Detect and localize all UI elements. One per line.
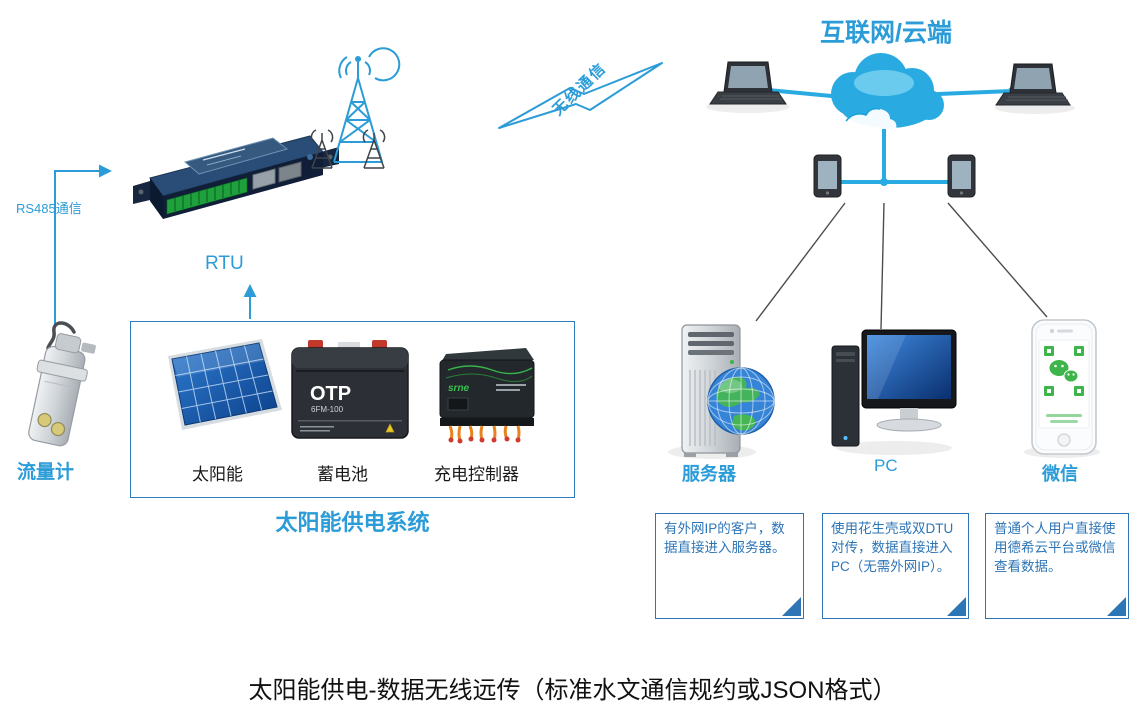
callout-wechat-text: 普通个人用户直接使用德希云平台或微信查看数据。: [994, 521, 1116, 575]
tablet-right-icon: [947, 154, 976, 198]
wechat-phone-icon: [1031, 319, 1097, 455]
flow-meter-label: 流量计: [17, 462, 75, 483]
rtu-device-icon: [133, 135, 339, 219]
solar-system-title: 太阳能供电系统: [275, 510, 430, 535]
server-vents: [689, 370, 716, 446]
flow-meter-icon: [28, 321, 96, 447]
cloud-device-links: [755, 202, 1048, 330]
rs485-label: RS485通信: [16, 201, 82, 216]
wireless-label: 无线通信: [549, 59, 611, 119]
callout-server: 有外网IP的客户，数据直接进入服务器。: [655, 513, 804, 619]
callout-wechat: 普通个人用户直接使用德希云平台或微信查看数据。: [985, 513, 1129, 619]
shadows: [668, 101, 1100, 459]
rs485-arrow: [54, 164, 112, 325]
cloud-connectors: [766, 88, 1014, 184]
laptop-right-icon: [995, 63, 1071, 106]
tablet-left-icon: [813, 154, 842, 198]
pc-label: PC: [874, 456, 898, 475]
laptop-left-icon: [709, 61, 787, 105]
rtu-label: RTU: [205, 253, 244, 274]
cloud-title: 互联网/云端: [820, 19, 952, 47]
callout-corner-triangle: [947, 597, 966, 616]
solar-panel-label: 太阳能: [192, 465, 243, 484]
qr-corners: [1044, 346, 1084, 396]
wechat-logo-icon: [1048, 359, 1079, 383]
globe-icon: [707, 367, 775, 435]
bottom-title: 太阳能供电-数据无线远传（标准水文通信规约或JSON格式）: [248, 677, 897, 704]
battery-label: 蓄电池: [317, 465, 368, 484]
wechat-label: 微信: [1042, 464, 1078, 484]
callout-server-text: 有外网IP的客户，数据直接进入服务器。: [664, 521, 786, 556]
antenna-tower-icon: [310, 47, 401, 169]
callout-pc-text: 使用花生壳或双DTU对传，数据直接进入PC（无需外网IP）。: [831, 521, 954, 575]
callout-corner-triangle: [782, 597, 801, 616]
callout-corner-triangle: [1107, 597, 1126, 616]
pc-icon: [831, 329, 957, 447]
callout-pc: 使用花生壳或双DTU对传，数据直接进入PC（无需外网IP）。: [822, 513, 969, 619]
cloud-icon: [831, 53, 944, 129]
charge-controller-label: 充电控制器: [434, 465, 519, 484]
mini-towers-icon: [310, 129, 386, 169]
server-icon: [681, 324, 775, 457]
server-label: 服务器: [682, 464, 736, 484]
terminal-ticks: [174, 180, 240, 211]
connector-dots: [764, 86, 1016, 187]
